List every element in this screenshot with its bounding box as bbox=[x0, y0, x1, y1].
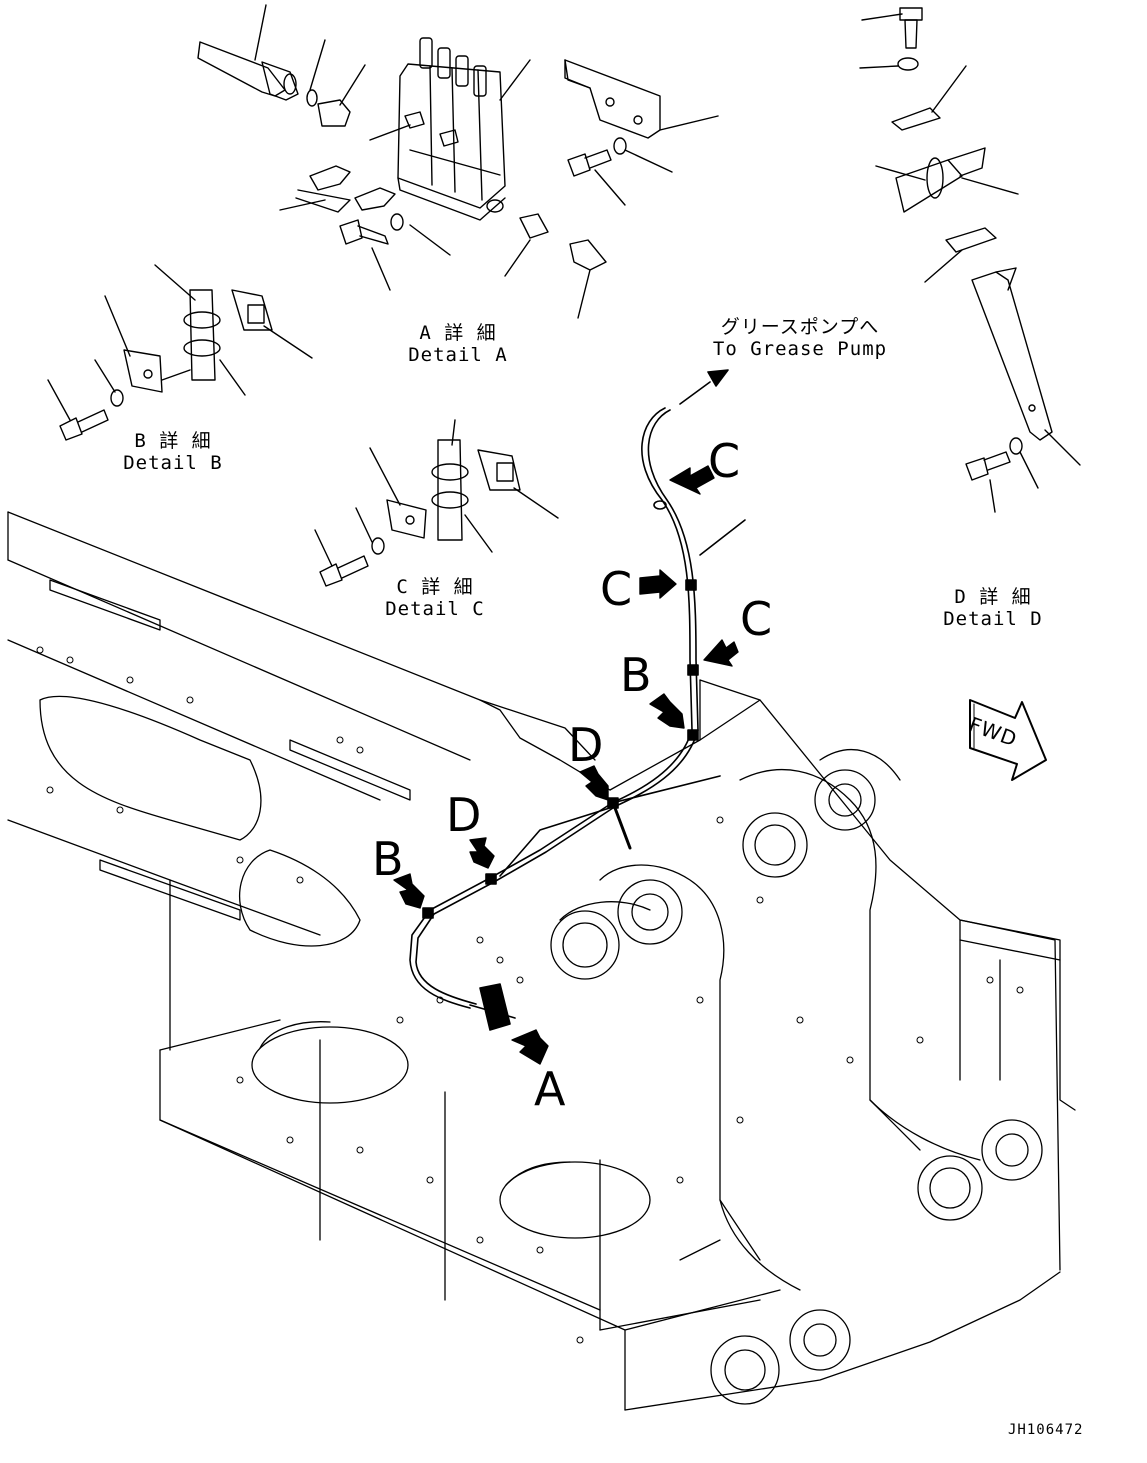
detail-d-label-ja: D 詳 細 bbox=[954, 586, 1032, 608]
detail-a-drawing bbox=[197, 4, 719, 319]
detail-c-label-ja: C 詳 細 bbox=[396, 576, 474, 598]
arrow-b-2-icon bbox=[393, 873, 425, 909]
detail-d-drawing bbox=[859, 7, 1081, 513]
callout-c-3: C bbox=[740, 592, 773, 646]
grease-pump-label: グリースポンプへ To Grease Pump bbox=[705, 316, 895, 360]
detail-a-label-ja: A 詳 細 bbox=[419, 322, 497, 344]
fwd-direction-arrow-icon bbox=[969, 699, 1047, 781]
detail-d-label: D 詳 細 Detail D bbox=[938, 586, 1048, 630]
callout-b-2: B bbox=[372, 832, 404, 886]
arrow-b-1-icon bbox=[649, 693, 685, 729]
detail-c-drawing bbox=[314, 419, 559, 587]
arrow-a-icon bbox=[511, 1029, 549, 1065]
detail-a-label-en: Detail A bbox=[408, 344, 508, 366]
callout-d-2: D bbox=[446, 788, 482, 842]
grease-hose bbox=[409, 369, 746, 1031]
drawing-id: JH106472 bbox=[1008, 1422, 1084, 1438]
detail-c-label: C 詳 細 Detail C bbox=[380, 576, 490, 620]
arrow-c-2-icon bbox=[639, 569, 677, 599]
callout-d-1: D bbox=[568, 718, 604, 772]
detail-b-label-en: Detail B bbox=[123, 452, 223, 474]
grease-pump-label-ja: グリースポンプへ bbox=[720, 316, 880, 338]
detail-b-label-ja: B 詳 細 bbox=[134, 430, 212, 452]
arrow-c-3-icon bbox=[703, 639, 739, 667]
detail-d-label-en: Detail D bbox=[943, 608, 1043, 630]
detail-a-label: A 詳 細 Detail A bbox=[403, 322, 513, 366]
arrow-d-1-icon bbox=[579, 765, 609, 801]
callout-b-1: B bbox=[620, 648, 652, 702]
machine-frame bbox=[7, 511, 1076, 1411]
arrow-d-2-icon bbox=[469, 837, 495, 869]
callout-arrows bbox=[393, 465, 739, 1065]
detail-b-drawing bbox=[47, 264, 313, 441]
callout-c-1: C bbox=[708, 434, 741, 488]
detail-b-label: B 詳 細 Detail B bbox=[118, 430, 228, 474]
callout-c-2: C bbox=[600, 562, 633, 616]
callout-a: A bbox=[534, 1062, 566, 1116]
detail-c-label-en: Detail C bbox=[385, 598, 485, 620]
grease-pump-label-en: To Grease Pump bbox=[712, 338, 888, 360]
arrow-c-1-icon bbox=[669, 465, 715, 495]
